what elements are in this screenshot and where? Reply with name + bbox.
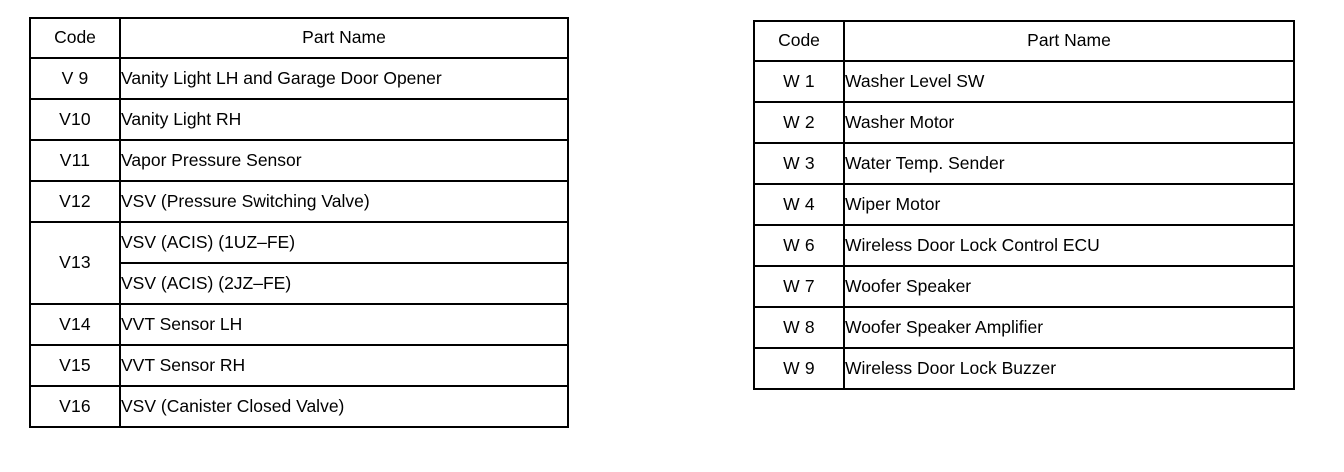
cell-part-name: Water Temp. Sender [843,142,1295,185]
cell-part-name: Vapor Pressure Sensor [119,139,569,182]
cell-code: V15 [29,344,121,387]
table-row: VSV (ACIS) (2JZ–FE) [30,262,569,305]
cell-part-name: VSV (Pressure Switching Valve) [119,180,569,223]
cell-part-name: VVT Sensor RH [119,344,569,387]
cell-code: W 2 [753,101,845,144]
table-header-row: Code Part Name [753,20,1295,62]
cell-part-name: VVT Sensor LH [119,303,569,346]
cell-code: V 9 [29,57,121,100]
cell-part-name: Wiper Motor [843,183,1295,226]
cell-code: V13 [29,221,121,305]
cell-part-name: Vanity Light RH [119,98,569,141]
cell-code: W 3 [753,142,845,185]
column-header-part-name: Part Name [119,17,569,59]
cell-part-name: Wireless Door Lock Control ECU [843,224,1295,267]
cell-code: V14 [29,303,121,346]
cell-part-name: Washer Level SW [843,60,1295,103]
cell-code: W 4 [753,183,845,226]
table-left-header: Code Part Name [29,17,569,59]
cell-part-name: Vanity Light LH and Garage Door Opener [119,57,569,100]
cell-code: W 6 [753,224,845,267]
cell-part-name: Woofer Speaker Amplifier [843,306,1295,349]
table-header-row: Code Part Name [29,17,569,59]
cell-code: W 8 [753,306,845,349]
column-header-code: Code [29,17,121,59]
cell-code: V16 [29,385,121,428]
cell-code: V10 [29,98,121,141]
column-header-part-name: Part Name [843,20,1295,62]
cell-part-name: VSV (Canister Closed Valve) [119,385,569,428]
cell-part-name: Washer Motor [843,101,1295,144]
cell-code: V12 [29,180,121,223]
column-header-code: Code [753,20,845,62]
cell-part-name: VSV (ACIS) (2JZ–FE) [119,262,569,305]
cell-part-name: Wireless Door Lock Buzzer [843,347,1295,390]
cell-part-name: Woofer Speaker [843,265,1295,308]
cell-part-name: VSV (ACIS) (1UZ–FE) [119,221,569,264]
cell-code: W 9 [753,347,845,390]
cell-code: W 1 [753,60,845,103]
cell-code: W 7 [753,265,845,308]
cell-code: V11 [29,139,121,182]
table-right-header: Code Part Name [753,20,1295,62]
